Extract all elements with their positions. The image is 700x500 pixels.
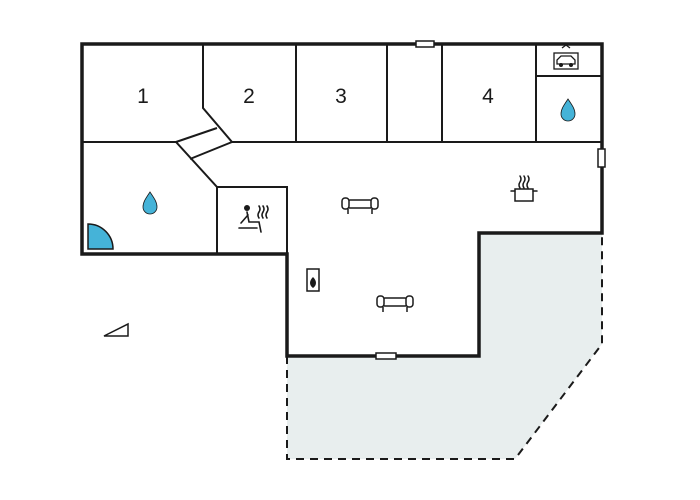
windows	[375, 40, 606, 360]
room-3-label: 3	[335, 85, 347, 108]
room-2-label: 2	[243, 85, 255, 108]
carport-icon	[553, 44, 579, 70]
sofa-icon	[376, 295, 414, 312]
interior-walls	[82, 44, 602, 254]
north-arrow-icon	[103, 322, 129, 337]
water-drop-icon	[142, 191, 158, 215]
shower-corner-icon	[87, 223, 114, 250]
water-drop-icon	[560, 98, 576, 122]
window-bottom	[375, 352, 397, 360]
room-1-label: 1	[137, 85, 149, 108]
cooking-pot-icon	[510, 175, 538, 202]
window-top	[415, 40, 435, 48]
outer-wall	[80, 42, 604, 358]
sofa-icon	[341, 197, 379, 214]
room-4-label: 4	[482, 85, 494, 108]
sauna-icon	[238, 205, 269, 233]
fireplace-icon	[306, 268, 320, 292]
terrace	[286, 233, 603, 460]
window-right	[597, 148, 606, 168]
